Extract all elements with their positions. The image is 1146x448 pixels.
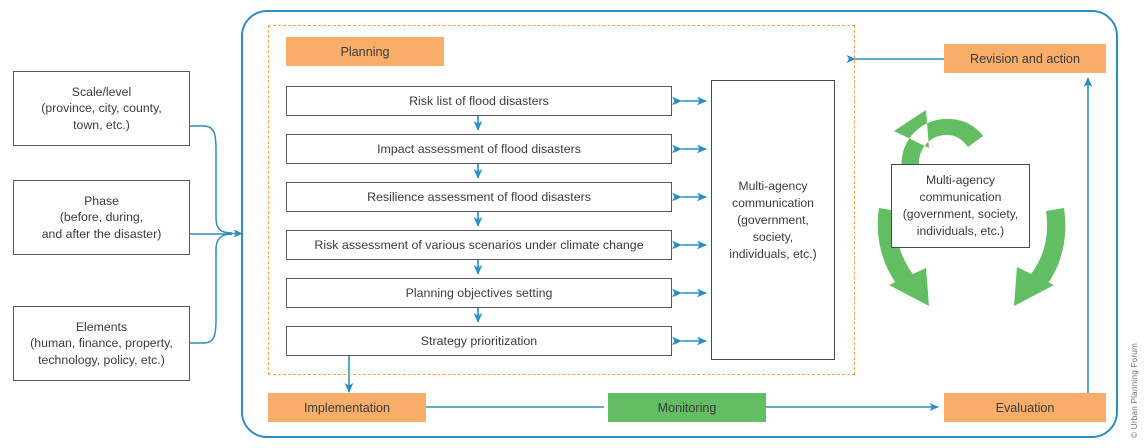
multi-agency-box-left[interactable]: Multi-agency communication (government, … [711, 80, 835, 360]
step-box-strategy-prioritization-label: Strategy prioritization [420, 334, 538, 348]
monitoring-label: Monitoring [657, 400, 717, 415]
input-connectors [190, 125, 233, 344]
step-box-resilience-assessment-label: Resilience assessment of flood disasters [367, 190, 591, 204]
input-box-phase[interactable]: Phase (before, during, and after the dis… [13, 180, 190, 255]
evaluation-label: Evaluation [995, 400, 1055, 415]
evaluation-chip[interactable]: Evaluation [944, 393, 1106, 422]
revision-and-action-chip[interactable]: Revision and action [944, 44, 1106, 73]
step-box-risk-list[interactable]: Risk list of flood disasters [286, 86, 672, 116]
multi-agency-box-left-label: Multi-agency communication (government, … [729, 178, 817, 261]
implementation-chip[interactable]: Implementation [268, 393, 426, 422]
planning-title-label: Planning [340, 44, 390, 59]
implementation-label: Implementation [303, 400, 391, 415]
monitoring-chip[interactable]: Monitoring [608, 393, 766, 422]
revision-and-action-label: Revision and action [970, 51, 1080, 66]
step-box-risk-assessment-scenarios-label: Risk assessment of various scenarios und… [314, 238, 644, 252]
input-box-elements-label: Elements (human, finance, property, tech… [30, 319, 173, 367]
step-box-strategy-prioritization[interactable]: Strategy prioritization [286, 326, 672, 356]
step-box-risk-list-label: Risk list of flood disasters [409, 94, 549, 108]
multi-agency-box-right[interactable]: Multi-agency communication (government, … [891, 164, 1030, 248]
input-box-elements[interactable]: Elements (human, finance, property, tech… [13, 306, 190, 381]
step-box-impact-assessment[interactable]: Impact assessment of flood disasters [286, 134, 672, 164]
input-box-scale-level-label: Scale/level (province, city, county, tow… [41, 84, 162, 132]
step-box-resilience-assessment[interactable]: Resilience assessment of flood disasters [286, 182, 672, 212]
step-box-impact-assessment-label: Impact assessment of flood disasters [377, 142, 581, 156]
input-box-scale-level[interactable]: Scale/level (province, city, county, tow… [13, 71, 190, 146]
planning-zone [268, 25, 855, 375]
step-box-planning-objectives-label: Planning objectives setting [405, 286, 553, 300]
planning-title-chip[interactable]: Planning [286, 37, 444, 66]
step-box-planning-objectives[interactable]: Planning objectives setting [286, 278, 672, 308]
step-box-risk-assessment-scenarios[interactable]: Risk assessment of various scenarios und… [286, 230, 672, 260]
multi-agency-box-right-label: Multi-agency communication (government, … [902, 173, 1019, 238]
credit-text: © Urban Planning Forum [1130, 342, 1139, 438]
input-box-phase-label: Phase (before, during, and after the dis… [41, 193, 162, 241]
main-process-container [241, 10, 1118, 438]
